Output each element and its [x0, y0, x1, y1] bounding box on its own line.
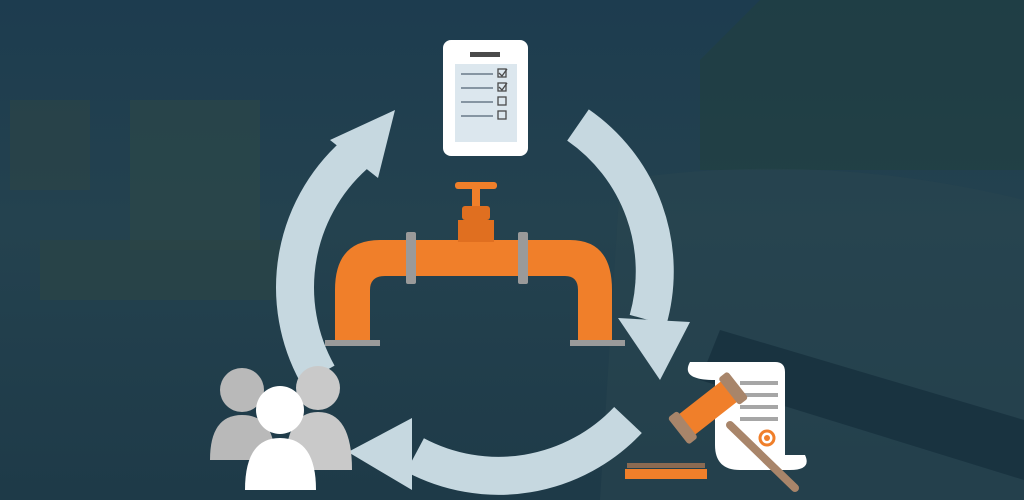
checklist-icon [443, 40, 528, 156]
cycle-arrows-icon [276, 109, 674, 495]
gavel-document-icon [625, 362, 807, 492]
pipeline-valve-icon [325, 182, 625, 346]
arrowheads [330, 110, 690, 490]
people-group-icon [210, 366, 352, 490]
